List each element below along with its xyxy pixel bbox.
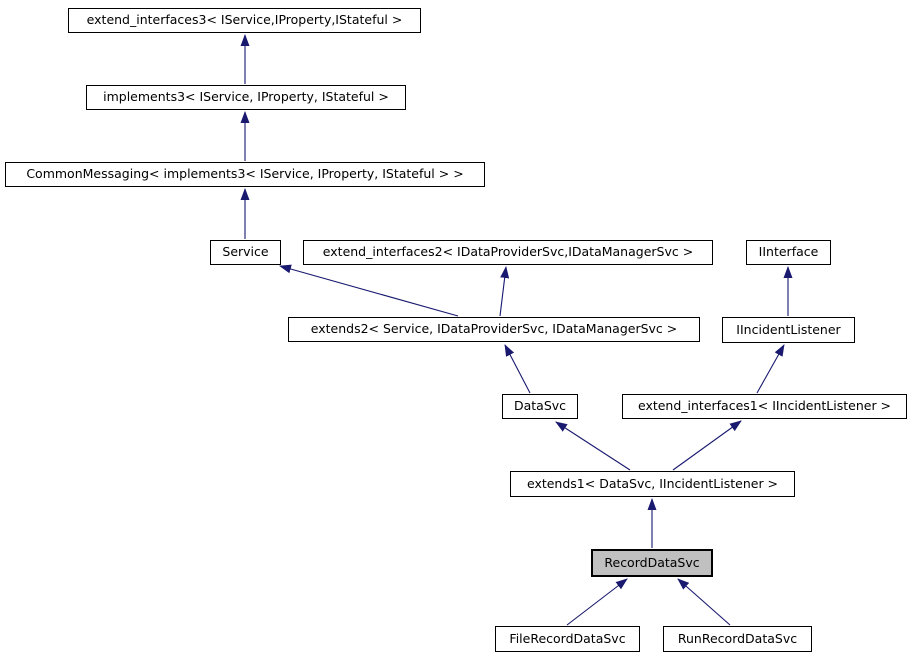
class-node-extend_interfaces2[interactable]: extend_interfaces2< IDataProviderSvc,IDa… xyxy=(303,240,713,265)
class-node-extends1[interactable]: extends1< DataSvc, IIncidentListener > xyxy=(510,471,795,497)
arrow-extends2-to-extend_interfaces2 xyxy=(499,266,510,317)
arrow-filerecorddatasvc-to-recorddatasvc xyxy=(566,578,628,626)
class-node-commonmessaging[interactable]: CommonMessaging< implements3< IService, … xyxy=(5,162,485,187)
arrow-runrecorddatasvc-to-recorddatasvc xyxy=(677,578,731,626)
arrow-extends2-to-service xyxy=(279,264,459,317)
class-node-iinterface[interactable]: IInterface xyxy=(746,240,831,265)
class-node-iincidentlistener[interactable]: IIncidentListener xyxy=(722,317,855,343)
class-node-extends2[interactable]: extends2< Service, IDataProviderSvc, IDa… xyxy=(288,317,700,342)
class-node-runrecorddatasvc[interactable]: RunRecordDataSvc xyxy=(663,626,812,652)
arrow-datasvc-to-extends2 xyxy=(504,344,531,394)
arrow-extend_interfaces1-to-iincidentlistener xyxy=(756,344,785,394)
class-node-recorddatasvc-selected: RecordDataSvc xyxy=(591,549,713,577)
class-node-service[interactable]: Service xyxy=(210,240,281,265)
class-node-filerecorddatasvc[interactable]: FileRecordDataSvc xyxy=(495,626,640,652)
class-node-extend_interfaces1[interactable]: extend_interfaces1< IIncidentListener > xyxy=(622,394,907,419)
class-node-datasvc[interactable]: DataSvc xyxy=(502,394,578,419)
class-node-implements3[interactable]: implements3< IService, IProperty, IState… xyxy=(86,85,406,110)
class-node-extend_interfaces3[interactable]: extend_interfaces3< IService,IProperty,I… xyxy=(68,8,421,33)
arrow-extends1-to-extend_interfaces1 xyxy=(672,420,742,471)
arrow-extends1-to-datasvc xyxy=(555,421,631,471)
